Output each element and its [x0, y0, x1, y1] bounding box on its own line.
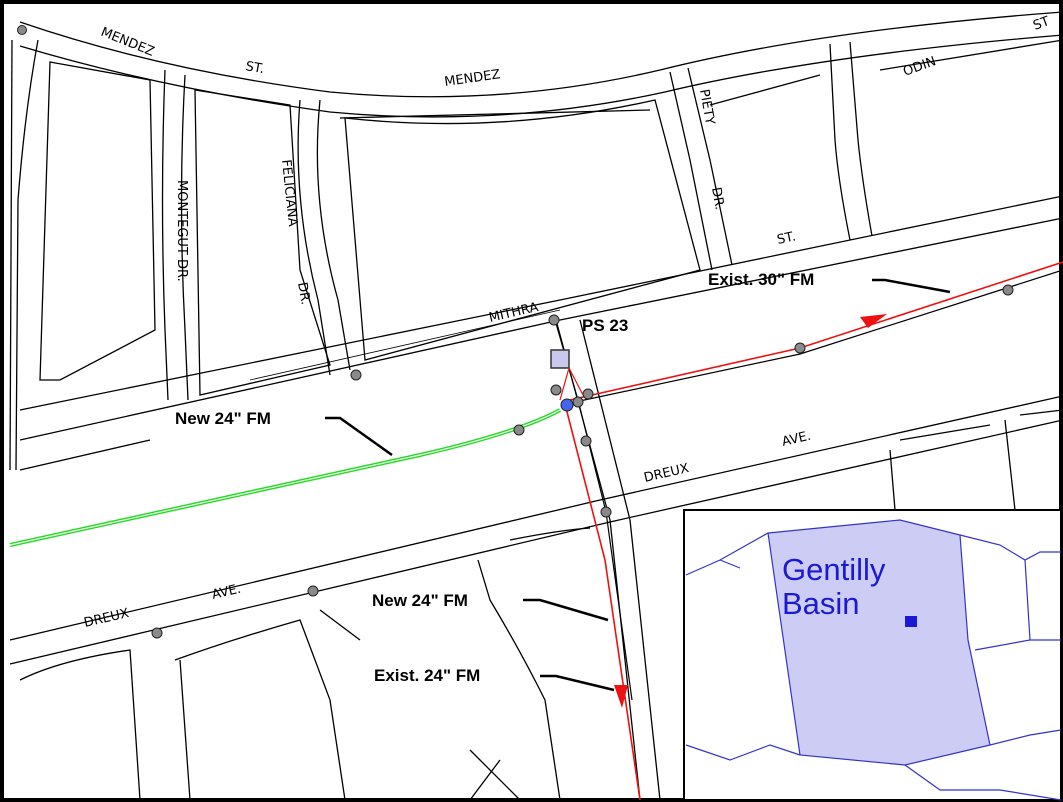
inset-label-basin: Basin	[782, 586, 860, 621]
street-network	[9, 11, 1063, 801]
left-street-edge	[9, 39, 13, 471]
manhole[interactable]	[17, 25, 27, 35]
piety-drive-edge	[687, 67, 733, 266]
feliciana-drive-edge	[297, 99, 331, 376]
street-label-piety: PIETY	[696, 88, 717, 126]
block-edge	[174, 619, 346, 801]
inset-label-gentilly: Gentilly	[782, 552, 886, 587]
block-edge	[319, 609, 361, 641]
existing-30in-centerline	[574, 269, 1063, 403]
existing-24in-force-main[interactable]	[565, 407, 641, 801]
manhole[interactable]	[1002, 284, 1014, 296]
mendez-street-edge	[19, 11, 1063, 98]
montegut-drive-edge	[161, 69, 169, 401]
block-edge	[469, 759, 501, 801]
callout-new-24in-fm-right: New 24" FM	[372, 591, 468, 610]
block-edge	[344, 99, 701, 361]
block-edge	[39, 61, 156, 381]
block-edge	[1004, 419, 1016, 511]
manhole[interactable]	[582, 388, 594, 400]
street-label-montegut: MONTEGUT DR.	[174, 180, 189, 282]
callout-leader	[872, 278, 951, 294]
piety-drive-edge	[669, 71, 713, 271]
feliciana-drive-edge	[316, 99, 351, 371]
mithra-street-edge	[19, 217, 1063, 441]
street-edge	[829, 43, 851, 241]
street-label-feliciana: FELICIANA	[278, 159, 300, 227]
street-label-feliciana-dr: DR.	[294, 281, 313, 306]
callout-exist-24in-fm: Exist. 24" FM	[374, 666, 480, 685]
ps23-locator-marker	[905, 616, 917, 627]
block-edge	[879, 39, 1063, 71]
manhole[interactable]	[580, 435, 592, 447]
manhole[interactable]	[307, 585, 319, 597]
street-label-st: ST.	[244, 59, 265, 77]
street-label-st-corner: ST	[1031, 14, 1051, 34]
manhole[interactable]	[513, 424, 525, 436]
manhole[interactable]	[572, 396, 584, 408]
block-edge	[899, 424, 991, 441]
street-label-ave: AVE.	[211, 582, 243, 603]
block-edge	[889, 449, 896, 511]
manhole[interactable]	[794, 342, 806, 354]
montegut-drive-edge	[180, 74, 189, 401]
block-edge	[179, 659, 191, 801]
block-edge	[19, 649, 141, 801]
flow-direction-arrow	[614, 685, 628, 708]
inset-boundaries	[685, 532, 1062, 801]
manhole[interactable]	[550, 384, 562, 396]
callout-leader	[540, 674, 615, 692]
manhole[interactable]	[600, 506, 612, 518]
callout-leader	[325, 416, 393, 457]
street-label-ave: AVE.	[781, 429, 813, 450]
block-edge	[194, 89, 331, 396]
block-edge	[509, 527, 591, 541]
street-label-piety-dr: DR.	[708, 186, 727, 211]
flow-direction-arrow	[860, 314, 887, 328]
block-edge	[709, 74, 821, 106]
callout-leader	[523, 598, 609, 622]
left-street-edge	[15, 39, 39, 471]
manhole[interactable]	[548, 314, 560, 326]
manhole[interactable]	[151, 627, 163, 639]
block-edge	[19, 439, 151, 471]
block-edge	[477, 559, 561, 801]
callout-new-24in-fm-left: New 24" FM	[175, 409, 271, 428]
manholes	[17, 25, 1014, 639]
callout-ps23: PS 23	[582, 316, 628, 335]
callout-exist-30in-fm: Exist. 30" FM	[708, 270, 814, 289]
block-edge	[469, 749, 521, 801]
gentilly-basin-area[interactable]	[767, 519, 991, 766]
street-edge	[849, 41, 873, 237]
street-label-st: ST.	[776, 229, 798, 248]
dreux-avenue-edge	[9, 395, 1063, 641]
block-edge	[1019, 409, 1063, 416]
street-edge	[579, 319, 661, 801]
pump-station-connection	[559, 367, 584, 401]
inset-locator-map: Gentilly Basin	[683, 509, 1062, 801]
valve-node[interactable]	[560, 398, 574, 412]
manhole[interactable]	[350, 369, 362, 381]
pump-station-ps23[interactable]	[550, 349, 570, 369]
